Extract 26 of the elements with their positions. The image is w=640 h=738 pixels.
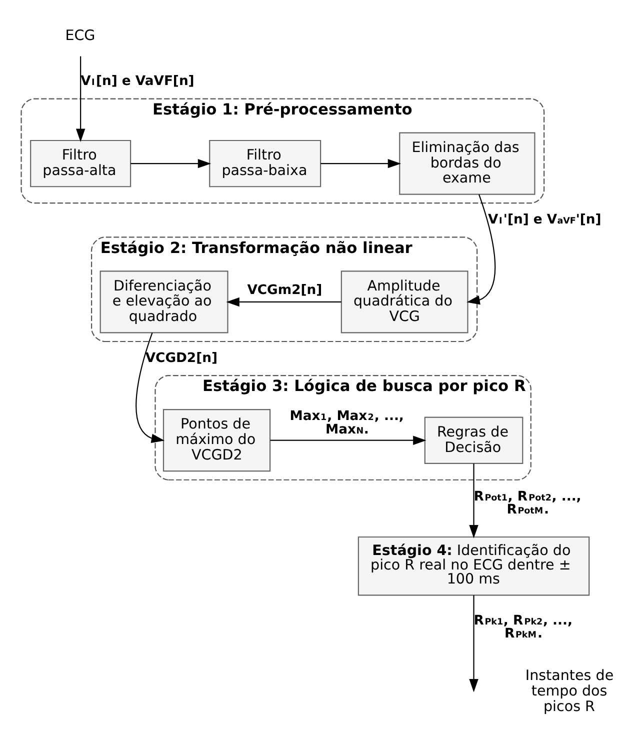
arrow — [466, 194, 496, 304]
label: Instantes de tempo dos picos R — [525, 668, 614, 714]
edge-label: RPk1, RPk2, ..., RPkM. — [474, 612, 573, 642]
node-box: Filtro passa-alta — [30, 139, 132, 187]
arrow — [469, 463, 478, 538]
edge-label: VI'[n] e VaVF'[n] — [488, 212, 602, 228]
arrow — [270, 435, 426, 444]
arrow — [130, 158, 212, 168]
node-box: Amplitude quadrática do VCG — [340, 270, 468, 333]
arrow — [136, 332, 165, 442]
arrow — [226, 296, 342, 306]
edge-label: VCGm2[n] — [247, 282, 322, 298]
edge-label: VCGD2[n] — [145, 350, 218, 366]
node-text: ECG — [65, 27, 96, 44]
node-box: Diferenciação e elevação ao quadrado — [100, 270, 228, 333]
edge-label: VI[n] e VaVF[n] — [80, 74, 194, 89]
node-box: Filtro passa-baixa — [209, 139, 322, 187]
arrow — [469, 594, 478, 692]
edge-label: Max1, Max2, ..., MaxN. — [290, 408, 404, 437]
node-box: Eliminação das bordas do exame — [399, 132, 536, 194]
node-box: Estágio 4: Identificação do pico R real no ECG dentre ± 100 ms — [358, 536, 590, 596]
node-box: Regras de Decisão — [424, 416, 524, 464]
edge-label: RPot1, RPot2, ..., RPotM. — [474, 488, 582, 517]
node-box: Pontos de máximo do VCGD2 — [162, 408, 271, 472]
arrow — [76, 56, 86, 142]
arrow — [320, 158, 402, 168]
